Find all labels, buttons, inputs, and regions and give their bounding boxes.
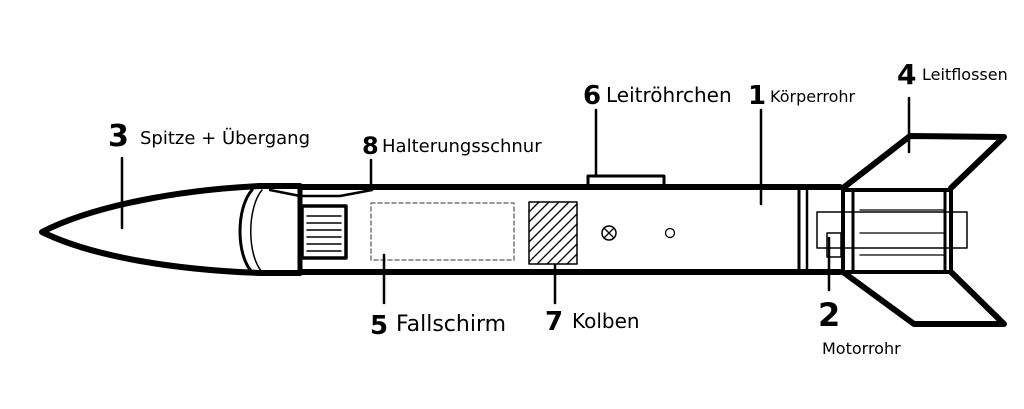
label-fins-text: Leitflossen	[922, 65, 1008, 84]
label-shock-cord-text: Halterungsschnur	[382, 136, 542, 157]
leader-lines	[120, 96, 911, 305]
nose-shoulder-inner	[250, 189, 263, 273]
label-launch-lug-text: Leitröhrchen	[606, 83, 732, 107]
label-parachute-number: 5	[370, 311, 388, 341]
label-nose-text: Spitze + Übergang	[140, 127, 310, 149]
label-fins-number: 4	[897, 58, 916, 91]
label-parachute-text: Fallschirm	[396, 312, 506, 337]
label-motor-tube-number: 2	[818, 296, 840, 334]
label-body-tube-number: 1	[748, 81, 766, 111]
piston-block	[528, 201, 578, 265]
cross-circle-marker	[601, 225, 617, 241]
label-piston-number: 7	[545, 307, 563, 337]
label-launch-lug-number: 6	[583, 81, 601, 111]
rocket	[39, 96, 1007, 327]
fin-upper	[840, 133, 1007, 191]
label-piston-text: Kolben	[572, 309, 640, 333]
cord-mount-block	[300, 204, 348, 260]
nose-shoulder-outer	[238, 188, 254, 274]
label-body-tube-text: Körperrohr	[770, 87, 856, 106]
motor-tube	[816, 211, 968, 249]
label-motor-tube-text: Motorrohr	[822, 339, 901, 358]
cord-mount-hatch	[306, 215, 342, 252]
fin-can	[841, 188, 953, 274]
nose-cone	[39, 183, 303, 276]
label-nose-number: 3	[108, 119, 129, 154]
shock-cord	[268, 188, 374, 198]
fin-lower	[840, 269, 1007, 327]
launch-lug	[586, 174, 666, 189]
parachute-area	[370, 202, 515, 261]
piston-hatch	[528, 201, 578, 265]
label-shock-cord-number: 8	[362, 132, 379, 160]
small-circle-marker	[664, 227, 676, 239]
